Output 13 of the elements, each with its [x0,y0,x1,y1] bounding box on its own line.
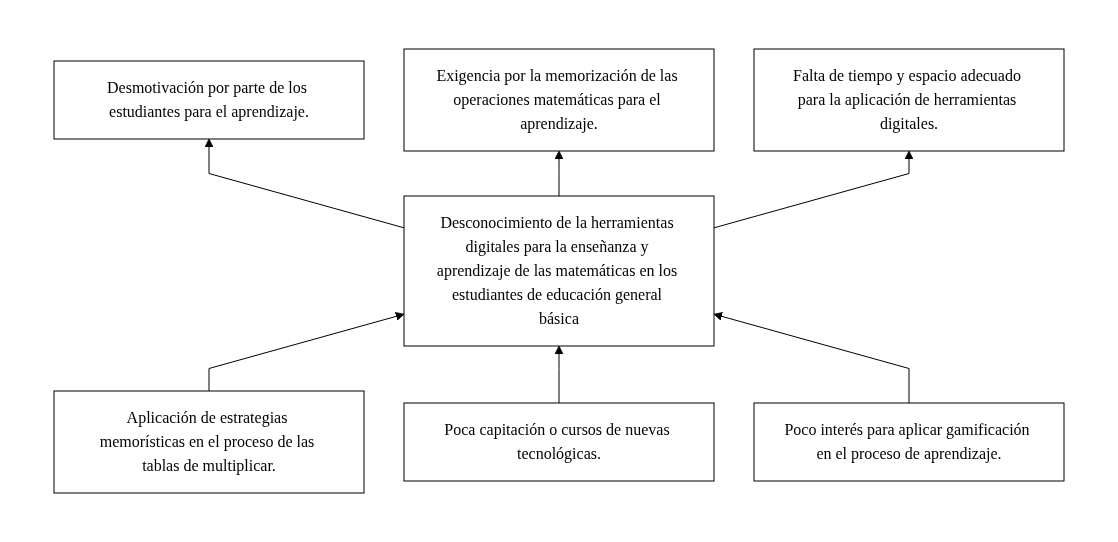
node-box: Poco interés para aplicar gamificación en el proceso de aprendizaje. [753,402,1065,482]
arrow [713,312,910,404]
node-box: Desconocimiento de la herramientas digitales para la enseñanza y aprendizaje de las matemáticas en los estudiantes de educación general básica [403,195,715,347]
node-box: Desmotivación por parte de los estudiantes para el aprendizaje. [53,60,365,140]
arrow [554,345,564,404]
node-box: Poca capitación o cursos de nuevas tecnológicas. [403,402,715,482]
arrow [208,312,405,392]
node-box: Falta de tiempo y espacio adecuado para la aplicación de herramientas digitales. [753,48,1065,152]
arrow [554,150,564,197]
node-box: Aplicación de estrategias memorísticas en el proceso de las tablas de multiplicar. [53,390,365,494]
node-box: Exigencia por la memorización de las operaciones matemáticas para el aprendizaje. [403,48,715,152]
arrow [204,138,405,229]
arrow [713,150,914,229]
